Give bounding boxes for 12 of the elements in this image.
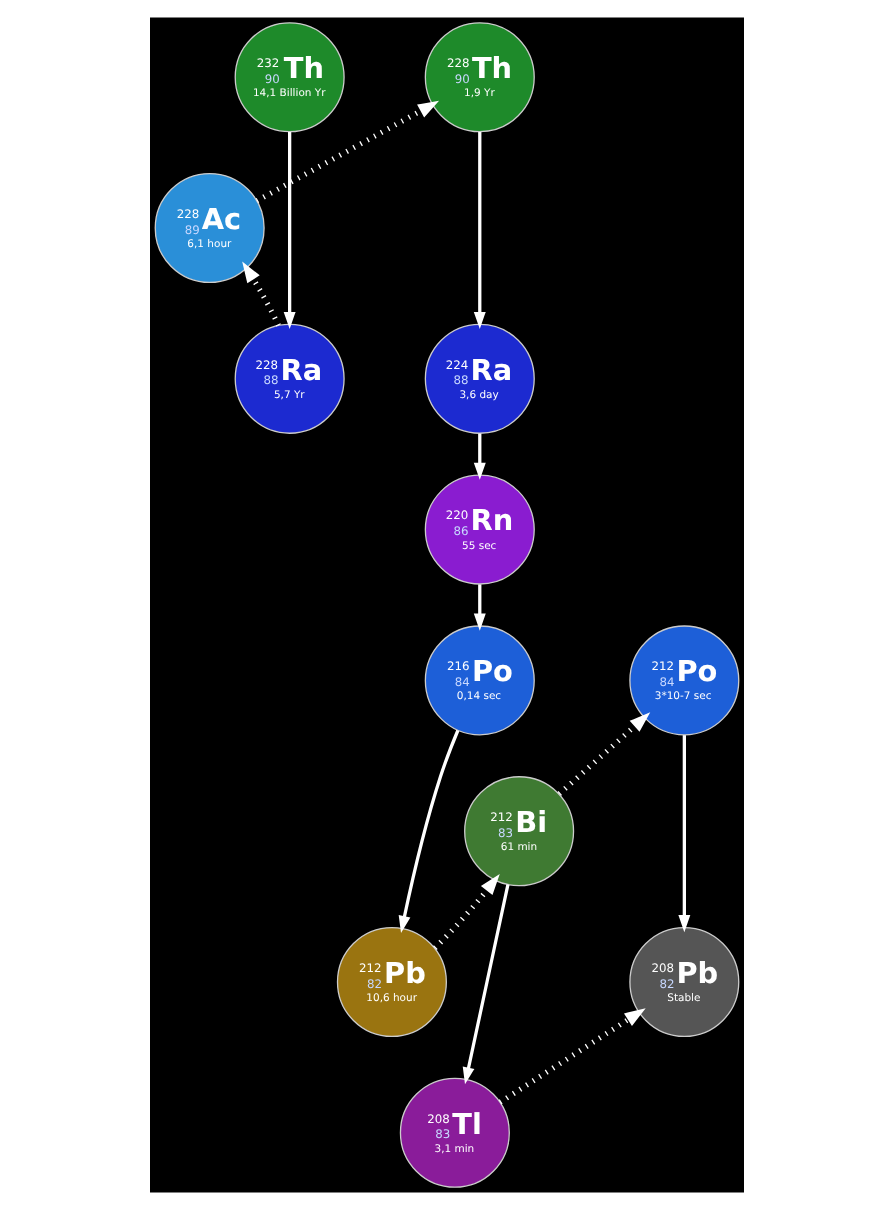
arrow: [472, 433, 485, 480]
arrow: [432, 874, 499, 950]
arrow: [241, 261, 280, 327]
arrow: [472, 132, 485, 329]
arrow: [461, 884, 509, 1085]
arrow: [254, 100, 439, 204]
arrow: [677, 735, 690, 933]
arrow: [472, 584, 485, 631]
arrow: [282, 132, 295, 329]
arrow: [556, 712, 650, 796]
arrow: [397, 729, 459, 933]
arrow: [497, 1008, 645, 1105]
